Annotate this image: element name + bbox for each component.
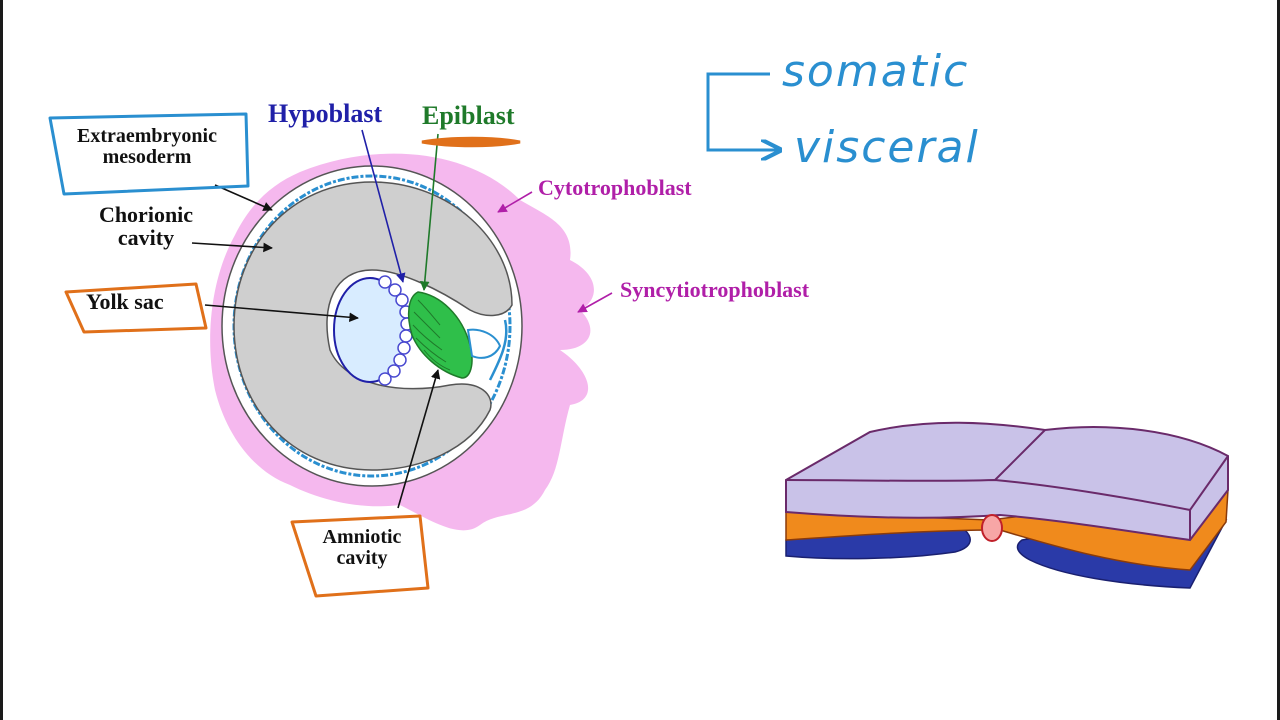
- label-extraembryonic-mesoderm-line1: Extraembryonic: [77, 125, 217, 147]
- handdrawn-bracket: [706, 72, 780, 150]
- right-frame-border: [1277, 0, 1280, 720]
- chorionic-cavity-shape: [233, 181, 513, 471]
- pointer-lines: [191, 129, 613, 509]
- label-chorionic-cavity: Chorionic cavity: [80, 203, 212, 249]
- handwritten-somatic: somatic: [782, 46, 970, 97]
- label-cytotrophoblast: Cytotrophoblast: [538, 175, 692, 200]
- amniotic-cavity-shape: [466, 328, 502, 359]
- label-yolk-sac: Yolk sac: [86, 289, 164, 314]
- label-syncytiotrophoblast: Syncytiotrophoblast: [620, 277, 810, 302]
- trilaminar-disc-illustration: [785, 421, 1229, 589]
- label-amniotic-cavity-line2: cavity: [336, 547, 388, 569]
- label-amniotic-cavity: Amniotic cavity: [300, 527, 424, 569]
- handdrawn-box-yolk-sac: [64, 282, 208, 334]
- handdrawn-box-amniotic: [290, 514, 430, 598]
- label-extraembryonic-mesoderm: Extraembryonic mesoderm: [48, 126, 246, 168]
- handwritten-visceral: visceral: [794, 122, 980, 173]
- label-hypoblast: Hypoblast: [268, 99, 383, 128]
- label-chorionic-cavity-line1: Chorionic: [98, 202, 194, 227]
- handdrawn-box-extraembryonic: [48, 112, 250, 196]
- epiblast-underline: [421, 136, 521, 148]
- label-epiblast: Epiblast: [422, 101, 515, 130]
- label-amniotic-cavity-line1: Amniotic: [322, 526, 402, 548]
- epiblast-shape: [407, 291, 473, 379]
- label-extraembryonic-mesoderm-line2: mesoderm: [102, 146, 192, 168]
- label-chorionic-cavity-line2: cavity: [117, 225, 175, 251]
- left-frame-border: [0, 0, 3, 720]
